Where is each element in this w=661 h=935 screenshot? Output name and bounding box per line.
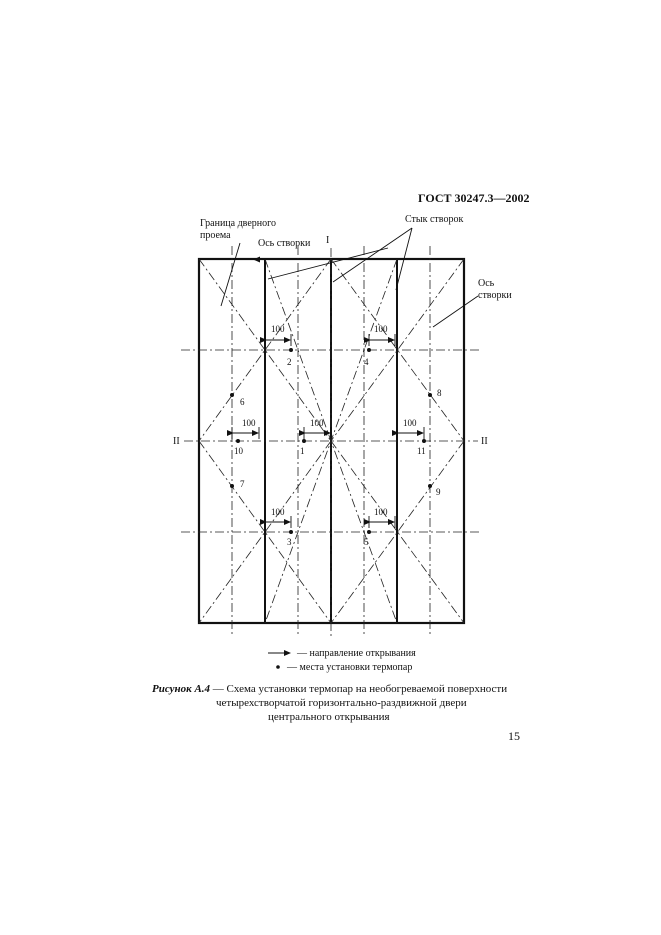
label-leaf-joint: Стык створок	[405, 214, 464, 225]
point-number-8: 8	[437, 388, 442, 398]
caption-line-2: четырехстворчатой горизонтально-раздвижн…	[216, 697, 467, 709]
leader-opening-border	[220, 242, 241, 307]
thermocouple-point-10	[236, 439, 240, 443]
dimension-label: 100	[374, 507, 388, 517]
point-number-9: 9	[436, 487, 441, 497]
thermocouple-point-11	[422, 439, 426, 443]
leader-leaf-axis-left	[267, 247, 389, 280]
figure-caption: Рисунок А.4 — Схема установки термопар н…	[152, 683, 507, 696]
leader-joint-2	[395, 227, 413, 291]
thermocouple-point-4	[367, 348, 371, 352]
thermocouple-point-8	[428, 393, 432, 397]
point-number-6: 6	[240, 397, 245, 407]
legend-dot-text: — места установки термопар	[287, 662, 413, 673]
section-label-i: I	[326, 235, 330, 246]
dimension-label: 100	[403, 418, 417, 428]
dimension-marker	[364, 516, 396, 528]
thermocouple-point-1	[302, 439, 306, 443]
dimension-label: 100	[242, 418, 256, 428]
legend-dot-symbol	[276, 665, 280, 669]
point-number-4: 4	[364, 357, 369, 367]
dimension-label: 100	[310, 418, 324, 428]
thermocouple-point-9	[428, 484, 432, 488]
dimension-marker	[392, 427, 425, 439]
legend-arrow-text: — направление открывания	[297, 648, 416, 659]
thermocouple-point-6	[230, 393, 234, 397]
section-label-ii-left: II	[173, 436, 180, 447]
dimension-label: 100	[271, 507, 285, 517]
label-leaf-axis-right: Ось	[478, 278, 495, 289]
leader-leaf-axis-right	[432, 295, 479, 328]
point-number-7: 7	[240, 479, 245, 489]
dimension-marker	[299, 427, 332, 439]
point-number-3: 3	[287, 537, 292, 547]
point-number-1: 1	[300, 446, 305, 456]
caption-line-3: центрального открывания	[268, 711, 390, 723]
caption-line-1: — Схема установки термопар на необогрева…	[210, 683, 508, 695]
thermocouple-point-7	[230, 484, 234, 488]
thermocouple-point-5	[367, 530, 371, 534]
dimension-marker	[260, 516, 292, 528]
dimension-marker	[260, 334, 292, 346]
point-number-11: 11	[417, 446, 426, 456]
point-number-5: 5	[364, 537, 369, 547]
dimension-label: 100	[271, 324, 285, 334]
caption-label: Рисунок А.4	[152, 683, 211, 695]
dimension-marker	[364, 334, 396, 346]
label-leaf-axis-left: Ось створки	[258, 238, 311, 249]
thermocouple-point-2	[289, 348, 293, 352]
point-number-2: 2	[287, 357, 292, 367]
label-leaf-axis-right-2: створки	[478, 290, 512, 301]
page-number: 15	[508, 729, 520, 743]
section-label-ii-right: II	[481, 436, 488, 447]
document-code: ГОСТ 30247.3—2002	[418, 191, 530, 205]
thermocouple-point-3	[289, 530, 293, 534]
point-number-10: 10	[234, 446, 243, 456]
label-opening-border-2: проема	[200, 230, 231, 241]
dimension-label: 100	[374, 324, 388, 334]
leader-joint-1	[332, 227, 413, 283]
label-opening-border: Граница дверного	[200, 218, 276, 229]
dimension-marker	[227, 427, 260, 439]
